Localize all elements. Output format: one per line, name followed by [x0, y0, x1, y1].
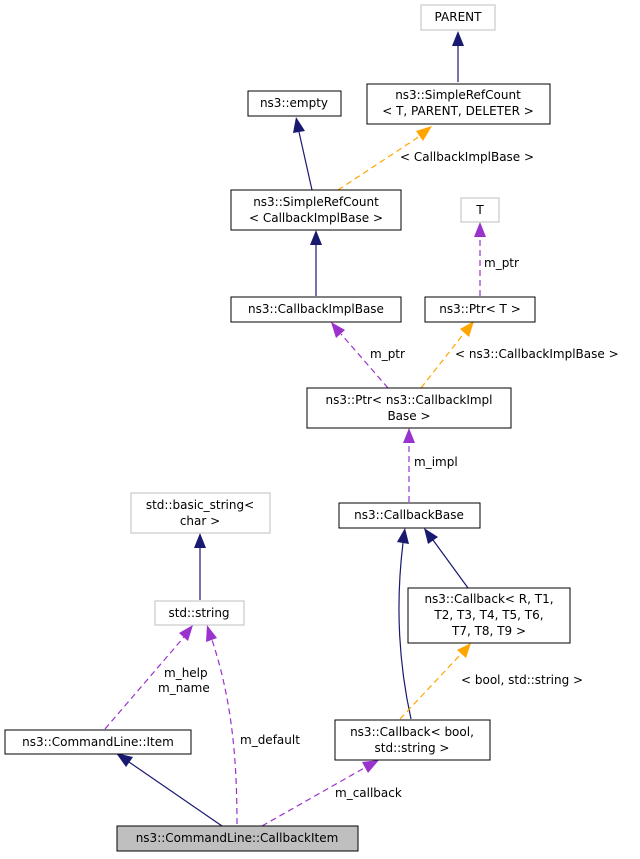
- node-callback-template-line-3: T7, T8, T9 >: [451, 624, 526, 638]
- edge-template-ptr-arrowhead: [460, 321, 474, 337]
- node-t[interactable]: T: [460, 197, 500, 223]
- node-command-line-item[interactable]: ns3::CommandLine::Item: [4, 729, 192, 755]
- edge-template-callback: [399, 653, 462, 720]
- node-command-line-callback-item-label: ns3::CommandLine::CallbackItem: [136, 831, 339, 845]
- node-ptr-callback-impl-base-line-1: ns3::Ptr< ns3::CallbackImpl: [326, 393, 493, 407]
- node-callback-base-label: ns3::CallbackBase: [354, 508, 464, 522]
- label-help: m_help: [164, 666, 208, 680]
- edge-inherit-srcount-cib-arrowhead: [310, 230, 322, 245]
- label-cib-template: < CallbackImplBase >: [400, 150, 534, 164]
- edge-template-ptr: [420, 331, 466, 389]
- edge-inherit-callback-bool: [398, 542, 412, 720]
- edge-usage-help-name-arrowhead: [179, 625, 193, 641]
- node-simple-ref-count-cib-line-1: ns3::SimpleRefCount: [253, 195, 379, 209]
- edge-inherit-item: [128, 761, 223, 827]
- label-cib-ptr: m_ptr: [370, 347, 405, 361]
- node-ptr-t-label: ns3::Ptr< T >: [439, 302, 521, 316]
- node-t-label: T: [475, 203, 484, 217]
- node-callback-base[interactable]: ns3::CallbackBase: [338, 502, 481, 529]
- edge-template-srcount-arrowhead: [416, 126, 432, 141]
- label-impl: m_impl: [414, 455, 458, 469]
- edge-usage-cib-ptr: [340, 333, 389, 389]
- node-callback-template-line-2: T2, T3, T4, T5, T6,: [433, 608, 543, 622]
- node-command-line-item-label: ns3::CommandLine::Item: [22, 735, 174, 749]
- node-basic-string-line-2: char >: [180, 514, 220, 528]
- edge-usage-default: [211, 639, 238, 825]
- node-parent[interactable]: PARENT: [420, 4, 496, 31]
- edge-inherit-basic-string-arrowhead: [194, 533, 206, 548]
- node-simple-ref-count-cib-line-2: < CallbackImplBase >: [249, 211, 383, 225]
- edge-usage-callback-arrowhead: [362, 760, 379, 773]
- label-default: m_default: [240, 733, 300, 747]
- edge-usage-cib-ptr-arrowhead: [331, 322, 345, 338]
- node-std-string-label: std::string: [168, 606, 229, 620]
- edge-usage-impl-arrowhead: [403, 428, 415, 443]
- node-callback-template[interactable]: ns3::Callback< R, T1, T2, T3, T4, T5, T6…: [407, 587, 571, 644]
- node-callback-bool[interactable]: ns3::Callback< bool, std::string >: [334, 719, 491, 761]
- edge-inherit-callback-template: [432, 539, 469, 589]
- edge-usage-t-ptr-arrowhead: [474, 222, 486, 237]
- node-callback-impl-base-label: ns3::CallbackImplBase: [248, 302, 384, 316]
- edge-template-srcount: [337, 135, 421, 191]
- node-simple-ref-count-template-line-2: < T, PARENT, DELETER >: [382, 104, 534, 118]
- node-empty-label: ns3::empty: [260, 96, 328, 110]
- edge-inherit-parent-arrowhead: [452, 31, 464, 46]
- node-command-line-callback-item[interactable]: ns3::CommandLine::CallbackItem: [116, 825, 359, 852]
- node-parent-label: PARENT: [435, 10, 483, 24]
- edge-inherit-empty: [298, 131, 313, 191]
- node-ptr-callback-impl-base[interactable]: ns3::Ptr< ns3::CallbackImpl Base >: [306, 387, 512, 429]
- edge-inherit-callback-bool-arrowhead: [397, 528, 409, 544]
- edge-template-callback-arrowhead: [457, 643, 471, 658]
- node-simple-ref-count-template[interactable]: ns3::SimpleRefCount < T, PARENT, DELETER…: [366, 83, 551, 125]
- label-ptr-template: < ns3::CallbackImplBase >: [455, 347, 619, 361]
- node-simple-ref-count-cib[interactable]: ns3::SimpleRefCount < CallbackImplBase >: [230, 189, 402, 231]
- node-ptr-callback-impl-base-line-2: Base >: [387, 409, 430, 423]
- label-name: m_name: [158, 681, 210, 695]
- node-empty[interactable]: ns3::empty: [247, 90, 342, 117]
- label-bool-template: < bool, std::string >: [461, 673, 583, 687]
- edge-usage-default-arrowhead: [206, 625, 217, 642]
- edge-inherit-item-arrowhead: [116, 753, 133, 767]
- edge-usage-help-name: [104, 636, 185, 730]
- node-callback-bool-line-2: std::string >: [375, 741, 450, 755]
- node-std-string[interactable]: std::string: [154, 600, 245, 626]
- node-ptr-t[interactable]: ns3::Ptr< T >: [424, 296, 536, 323]
- node-callback-template-line-1: ns3::Callback< R, T1,: [424, 592, 553, 606]
- node-simple-ref-count-template-line-1: ns3::SimpleRefCount: [395, 88, 521, 102]
- label-callback: m_callback: [335, 786, 402, 800]
- node-callback-impl-base[interactable]: ns3::CallbackImplBase: [230, 296, 402, 323]
- node-basic-string-line-1: std::basic_string<: [146, 498, 254, 512]
- node-callback-bool-line-1: ns3::Callback< bool,: [350, 725, 474, 739]
- edge-inherit-callback-template-arrowhead: [424, 528, 438, 544]
- edge-inherit-empty-arrowhead: [293, 117, 305, 133]
- node-basic-string[interactable]: std::basic_string< char >: [130, 492, 271, 534]
- label-t-ptr: m_ptr: [484, 256, 519, 270]
